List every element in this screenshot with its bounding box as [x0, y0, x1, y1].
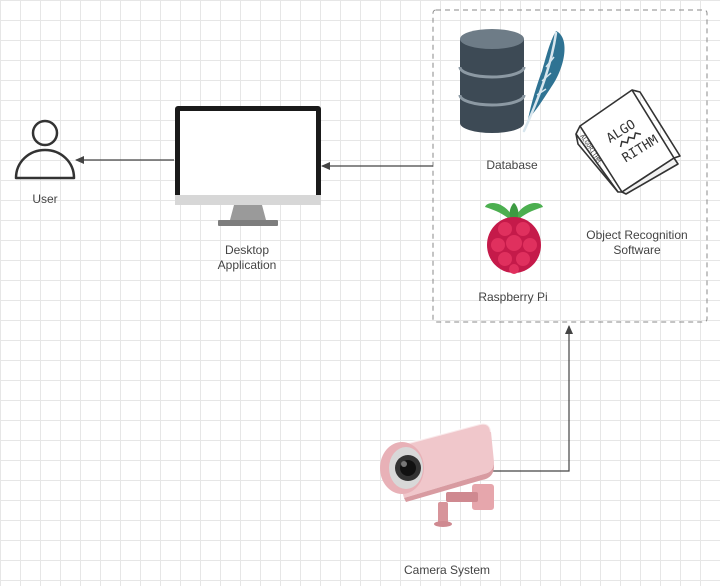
desktop-label: Desktop Application — [187, 243, 307, 273]
user-label: User — [32, 192, 58, 206]
desktop-label-line1: Desktop — [224, 243, 270, 257]
user-icon — [14, 119, 76, 180]
desktop-label-line2: Application — [217, 258, 277, 272]
software-label-line1: Object Recognition — [586, 228, 688, 242]
security-camera-icon — [380, 422, 494, 527]
camera-label: Camera System — [403, 563, 491, 577]
monitor-icon — [175, 106, 321, 226]
software-label-line2: Software — [613, 243, 661, 257]
edge-camera-to-group — [492, 325, 573, 472]
database-icon — [458, 29, 565, 133]
algorithm-book-icon: ALGO RITHM ALGORITHM — [575, 89, 681, 195]
raspberry-pi-label: Raspberry Pi — [478, 290, 548, 304]
raspberry-pi-icon — [485, 203, 543, 274]
database-label: Database — [486, 158, 538, 172]
software-label: Object Recognition Software — [570, 228, 704, 258]
